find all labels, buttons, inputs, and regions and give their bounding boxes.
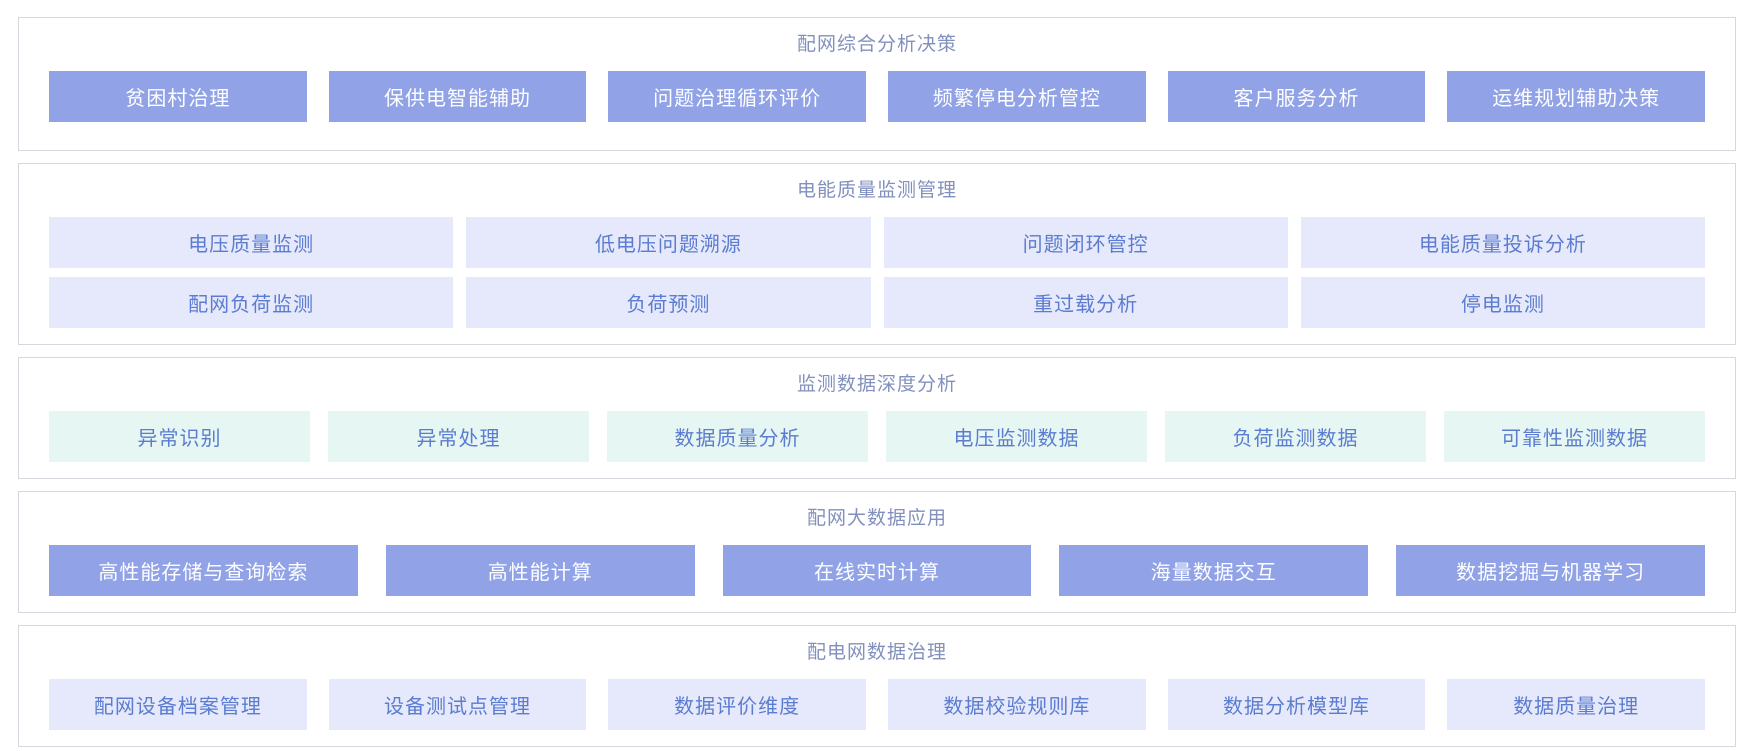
- module-tile[interactable]: 数据质量治理: [1447, 679, 1706, 730]
- module-tile[interactable]: 配网负荷监测: [49, 277, 454, 328]
- tile-row: 配网负荷监测负荷预测重过载分析停电监测: [49, 277, 1705, 328]
- module-tile[interactable]: 配网设备档案管理: [49, 679, 307, 730]
- module-tile[interactable]: 高性能存储与查询检索: [49, 545, 358, 596]
- module-tile[interactable]: 频繁停电分析管控: [888, 71, 1146, 122]
- module-tile[interactable]: 客户服务分析: [1167, 71, 1426, 122]
- module-tile[interactable]: 负荷预测: [466, 277, 871, 328]
- module-tile[interactable]: 低电压问题溯源: [466, 217, 871, 268]
- tile-row: 电压质量监测低电压问题溯源问题闭环管控电能质量投诉分析: [49, 217, 1705, 268]
- tile-row: 贫困村治理保供电智能辅助问题治理循环评价频繁停电分析管控客户服务分析运维规划辅助…: [49, 71, 1706, 122]
- module-tile[interactable]: 保供电智能辅助: [328, 71, 587, 122]
- section-title: 配网综合分析决策: [796, 34, 957, 55]
- module-tile[interactable]: 贫困村治理: [49, 71, 307, 122]
- tile-row: 异常识别异常处理数据质量分析电压监测数据负荷监测数据可靠性监测数据: [49, 411, 1705, 462]
- module-tile[interactable]: 异常处理: [328, 411, 589, 462]
- module-tile[interactable]: 数据校验规则库: [888, 679, 1146, 730]
- section-rows: 高性能存储与查询检索高性能计算在线实时计算海量数据交互数据挖掘与机器学习: [49, 545, 1705, 596]
- section-panel-3: 监测数据深度分析 异常识别异常处理数据质量分析电压监测数据负荷监测数据可靠性监测…: [18, 357, 1736, 479]
- module-tile[interactable]: 重过载分析: [883, 277, 1288, 328]
- section-panel-5: 配电网数据治理 配网设备档案管理设备测试点管理数据评价维度数据校验规则库数据分析…: [18, 625, 1736, 747]
- module-tile[interactable]: 可靠性监测数据: [1444, 411, 1705, 462]
- section-title: 配网大数据应用: [806, 508, 947, 529]
- module-tile[interactable]: 数据挖掘与机器学习: [1396, 545, 1705, 596]
- section-title: 配电网数据治理: [806, 642, 947, 663]
- tile-row: 配网设备档案管理设备测试点管理数据评价维度数据校验规则库数据分析模型库数据质量治…: [49, 679, 1706, 730]
- module-tile[interactable]: 异常识别: [49, 411, 310, 462]
- section-panel-2: 电能质量监测管理 电压质量监测低电压问题溯源问题闭环管控电能质量投诉分析配网负荷…: [18, 163, 1736, 345]
- module-tile[interactable]: 负荷监测数据: [1165, 411, 1426, 462]
- section-rows: 电压质量监测低电压问题溯源问题闭环管控电能质量投诉分析配网负荷监测负荷预测重过载…: [49, 217, 1705, 328]
- module-tile[interactable]: 停电监测: [1300, 277, 1705, 328]
- section-rows: 异常识别异常处理数据质量分析电压监测数据负荷监测数据可靠性监测数据: [49, 411, 1705, 462]
- module-tile[interactable]: 电能质量投诉分析: [1300, 217, 1705, 268]
- section-panel-1: 配网综合分析决策 贫困村治理保供电智能辅助问题治理循环评价频繁停电分析管控客户服…: [18, 17, 1736, 151]
- tile-row: 高性能存储与查询检索高性能计算在线实时计算海量数据交互数据挖掘与机器学习: [49, 545, 1705, 596]
- module-tile[interactable]: 数据评价维度: [608, 679, 867, 730]
- section-title: 监测数据深度分析: [796, 374, 957, 395]
- section-title: 电能质量监测管理: [796, 180, 957, 201]
- module-tile[interactable]: 设备测试点管理: [328, 679, 587, 730]
- module-tile[interactable]: 问题治理循环评价: [608, 71, 867, 122]
- module-tile[interactable]: 问题闭环管控: [883, 217, 1288, 268]
- section-rows: 配网设备档案管理设备测试点管理数据评价维度数据校验规则库数据分析模型库数据质量治…: [49, 679, 1706, 730]
- module-tile[interactable]: 电压监测数据: [886, 411, 1147, 462]
- module-tile[interactable]: 数据质量分析: [607, 411, 868, 462]
- module-tile[interactable]: 在线实时计算: [722, 545, 1032, 596]
- module-tile[interactable]: 电压质量监测: [49, 217, 454, 268]
- section-rows: 贫困村治理保供电智能辅助问题治理循环评价频繁停电分析管控客户服务分析运维规划辅助…: [49, 71, 1706, 122]
- module-tile[interactable]: 海量数据交互: [1059, 545, 1369, 596]
- module-tile[interactable]: 运维规划辅助决策: [1447, 71, 1706, 122]
- module-tile[interactable]: 高性能计算: [385, 545, 695, 596]
- module-tile[interactable]: 数据分析模型库: [1167, 679, 1426, 730]
- section-panel-4: 配网大数据应用 高性能存储与查询检索高性能计算在线实时计算海量数据交互数据挖掘与…: [18, 491, 1736, 613]
